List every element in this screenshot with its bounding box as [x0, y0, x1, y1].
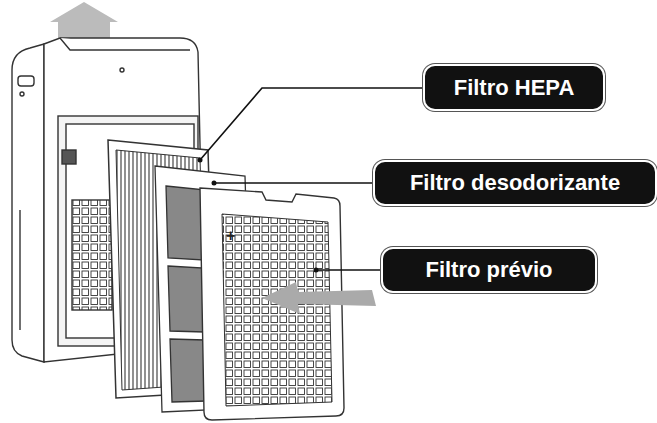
callout-label: Filtro desodorizante — [375, 162, 655, 204]
label-text: Filtro desodorizante — [410, 170, 620, 196]
airflow-arrow — [50, 2, 118, 42]
leader-dot — [198, 158, 319, 273]
panel-symbol: + — [226, 228, 235, 244]
callout-label: Filtro prévio — [383, 249, 595, 291]
label-text: Filtro HEPA — [454, 75, 575, 101]
insertion-arrow — [262, 282, 376, 314]
callout-label: Filtro HEPA — [425, 66, 603, 109]
label-text: Filtro prévio — [425, 257, 552, 283]
